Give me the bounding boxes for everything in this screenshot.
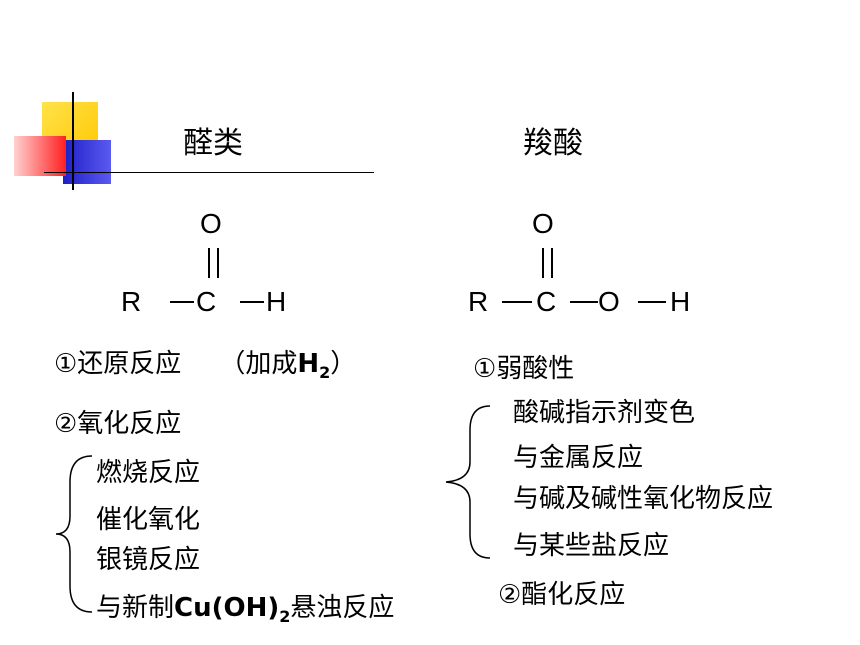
- acid-atom-o: O: [598, 286, 620, 317]
- acid-subitem-4: 与某些盐反应: [513, 531, 670, 561]
- acid-reaction-1: ①弱酸性: [473, 354, 575, 384]
- acid-brace: [445, 405, 491, 559]
- aldehyde-reaction-2: ②氧化反应: [54, 409, 182, 439]
- deco-red-square: [14, 136, 66, 176]
- aldehyde-double-bond-left: [208, 248, 210, 278]
- aldehyde-subitem-4-sub: 2: [279, 607, 291, 626]
- acid-heading: 羧酸: [523, 126, 583, 161]
- aldehyde-subitem-4-formula: Cu(OH): [174, 593, 280, 623]
- aldehyde-double-bond-right: [217, 248, 219, 278]
- acid-atom-h: H: [670, 286, 691, 317]
- aldehyde-atom-o: O: [200, 208, 222, 239]
- acid-atom-o-top: O: [532, 208, 554, 239]
- deco-vertical-line: [72, 92, 74, 190]
- acid-bond-c-o: [570, 301, 598, 303]
- aldehyde-subitem-4-suffix: 悬浊反应: [290, 593, 395, 623]
- aldehyde-subitem-1: 燃烧反应: [96, 458, 201, 488]
- acid-subitem-1: 酸碱指示剂变色: [513, 398, 696, 428]
- acid-double-bond-right: [551, 248, 553, 278]
- acid-atom-c: C: [536, 286, 557, 317]
- aldehyde-reaction-1-note-formula: H: [297, 349, 320, 379]
- aldehyde-subitem-4: 与新制Cu(OH)2悬浊反应: [96, 587, 395, 626]
- aldehyde-atom-c: C: [196, 286, 217, 317]
- aldehyde-reaction-1-note-prefix: （加成: [219, 349, 298, 379]
- acid-subitem-2: 与金属反应: [513, 443, 644, 473]
- acid-reaction-2: ②酯化反应: [498, 580, 626, 610]
- aldehyde-atom-h: H: [266, 286, 287, 317]
- acid-atom-r: R: [468, 286, 489, 317]
- aldehyde-bond-c-h: [240, 301, 264, 303]
- aldehyde-reaction-1-note-sub: 2: [319, 363, 331, 382]
- aldehyde-subitem-3: 银镜反应: [96, 545, 201, 575]
- aldehyde-reaction-1-note-suffix: ）: [330, 349, 357, 379]
- aldehyde-reaction-1: ①还原反应 （加成H2）: [54, 343, 357, 382]
- aldehyde-bond-r-c: [170, 301, 194, 303]
- aldehyde-subitem-4-prefix: 与新制: [96, 593, 175, 623]
- acid-subitem-3: 与碱及碱性氧化物反应: [513, 484, 774, 514]
- aldehyde-heading: 醛类: [183, 126, 243, 161]
- aldehyde-reaction-1-label: ①还原反应: [54, 349, 182, 379]
- acid-bond-o-h: [638, 301, 666, 303]
- acid-double-bond-left: [542, 248, 544, 278]
- aldehyde-brace: [55, 455, 93, 613]
- aldehyde-atom-r: R: [121, 286, 142, 317]
- aldehyde-subitem-2: 催化氧化: [96, 505, 201, 535]
- deco-horizontal-line: [44, 172, 374, 173]
- deco-blue-square: [63, 140, 111, 184]
- acid-bond-r-c: [502, 301, 532, 303]
